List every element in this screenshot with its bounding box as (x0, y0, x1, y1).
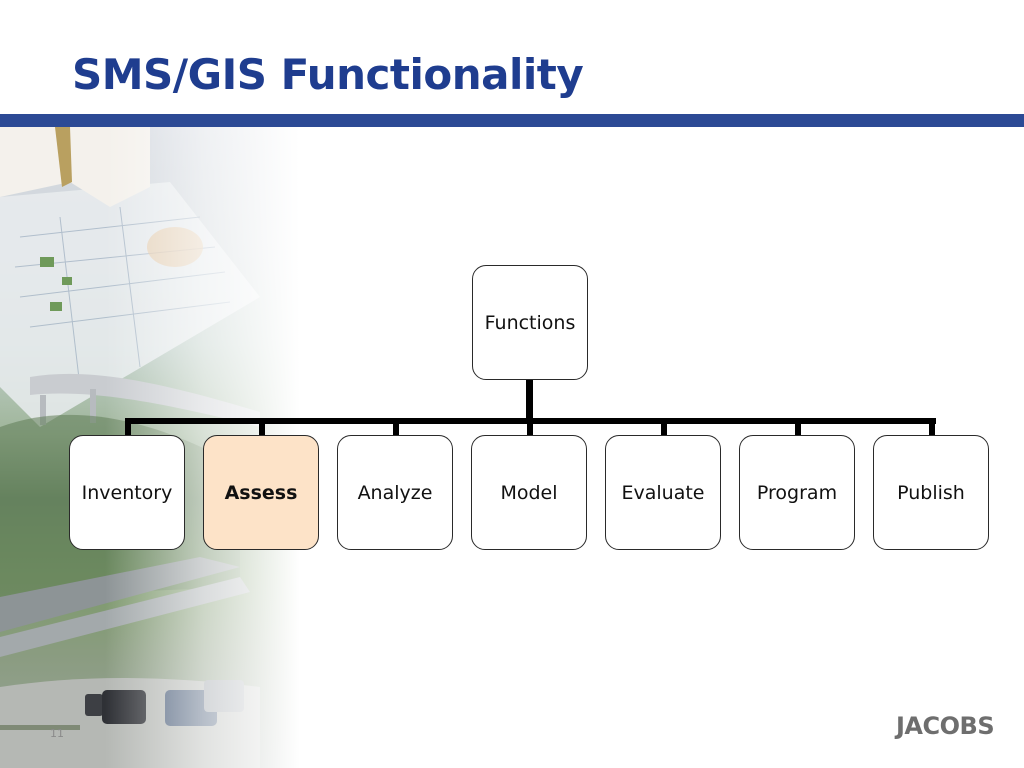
node-model: Model (471, 435, 587, 550)
node-label: Program (756, 481, 838, 504)
drop-line-model (527, 418, 533, 436)
node-program: Program (739, 435, 855, 550)
node-label: Publish (897, 481, 965, 504)
slide-number: 11 (50, 727, 64, 740)
node-analyze: Analyze (337, 435, 453, 550)
drop-line-analyze (393, 418, 399, 436)
node-label: Analyze (357, 481, 433, 504)
drop-line-inventory (125, 418, 131, 436)
drop-line-assess (259, 418, 265, 436)
node-label: Functions (484, 311, 576, 334)
drop-line-program (795, 418, 801, 436)
node-assess: Assess (203, 435, 319, 550)
node-label: Inventory (81, 481, 173, 504)
root-stem (526, 379, 533, 423)
node-evaluate: Evaluate (605, 435, 721, 550)
drop-line-publish (929, 418, 935, 436)
jacobs-logo: JACOBS (896, 712, 995, 740)
node-inventory: Inventory (69, 435, 185, 550)
node-label: Assess (224, 481, 298, 504)
title-rule (0, 114, 1024, 127)
node-label: Model (500, 481, 558, 504)
drop-line-evaluate (661, 418, 667, 436)
node-publish: Publish (873, 435, 989, 550)
node-functions: Functions (472, 265, 588, 380)
slide-title: SMS/GIS Functionality (72, 50, 584, 99)
node-label: Evaluate (621, 481, 705, 504)
